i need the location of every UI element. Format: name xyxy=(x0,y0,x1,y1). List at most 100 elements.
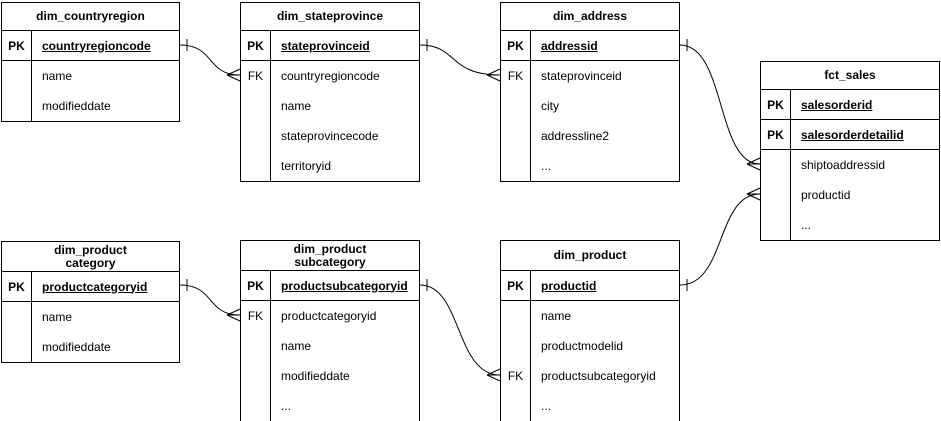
key-tag xyxy=(2,61,31,91)
key-tag xyxy=(501,91,530,121)
table-row: PK stateprovinceid xyxy=(241,31,419,61)
key-tag: FK xyxy=(507,369,524,383)
field-name: ... xyxy=(541,399,552,413)
table-dim-productsubcategory: dim_product subcategory PK productsubcat… xyxy=(240,240,420,421)
table-row: PK salesorderdetailid xyxy=(761,120,939,150)
key-tag xyxy=(501,301,530,331)
field-name: name xyxy=(541,309,572,323)
table-dim-product: dim_product PK productid FK name product… xyxy=(500,240,680,421)
key-column xyxy=(761,150,791,240)
relationship-countryregion-stateprovince xyxy=(179,39,241,82)
table-row: PK productsubcategoryid xyxy=(241,271,419,301)
table-row: PK productcategoryid xyxy=(2,272,179,302)
field-name: modifieddate xyxy=(281,369,350,383)
crow-foot-icon xyxy=(226,308,241,322)
crow-foot-icon xyxy=(486,68,501,82)
table-title: dim_product category xyxy=(2,242,179,272)
field-name: territoryid xyxy=(281,159,332,173)
key-tag: PK xyxy=(2,272,32,301)
key-tag: FK xyxy=(247,309,264,323)
field-column: stateprovinceid city addressline2 ... xyxy=(531,61,679,181)
key-tag xyxy=(761,210,790,240)
table-fct-sales: fct_sales PK salesorderid PK salesorderd… xyxy=(760,61,940,241)
field-name: productcategoryid xyxy=(281,309,377,323)
pk-field-name: countryregioncode xyxy=(42,38,151,53)
key-tag xyxy=(2,332,31,362)
pk-field-name: salesorderdetailid xyxy=(801,127,904,142)
pk-field-name: salesorderid xyxy=(801,97,873,112)
table-title: fct_sales xyxy=(761,62,939,90)
relationship-address-fctsales xyxy=(679,39,761,171)
relationship-subcategory-product xyxy=(419,279,501,382)
crow-foot-icon xyxy=(226,68,241,82)
key-tag xyxy=(501,151,530,181)
key-tag xyxy=(2,302,31,332)
table-title: dim_countryregion xyxy=(2,3,179,31)
relationship-stateprovince-address xyxy=(419,39,501,82)
key-tag xyxy=(241,391,270,421)
key-tag: PK xyxy=(241,31,271,60)
key-column: FK xyxy=(501,61,531,181)
connector-line xyxy=(419,284,501,376)
key-tag xyxy=(2,91,31,121)
field-name: name xyxy=(42,310,73,324)
table-row: PK salesorderid xyxy=(761,90,939,120)
crow-foot-icon xyxy=(486,368,501,382)
field-name: modifieddate xyxy=(42,99,111,113)
table-title: dim_product xyxy=(501,241,679,271)
field-name: productsubcategoryid xyxy=(541,369,656,383)
field-name: countryregioncode xyxy=(281,69,380,83)
crow-foot-icon xyxy=(746,187,761,201)
field-name: addressline2 xyxy=(541,129,610,143)
table-body: FK name productmodelid productsubcategor… xyxy=(501,301,679,421)
key-tag xyxy=(241,91,270,121)
key-tag: PK xyxy=(761,120,791,149)
field-name: name xyxy=(281,99,312,113)
key-tag: PK xyxy=(2,31,32,60)
key-tag xyxy=(241,331,270,361)
key-tag: PK xyxy=(761,90,791,119)
table-row: PK addressid xyxy=(501,31,679,61)
key-tag: FK xyxy=(247,69,264,83)
table-body: FK stateprovinceid city addressline2 ... xyxy=(501,61,679,181)
table-title: dim_product subcategory xyxy=(241,241,419,271)
field-name: city xyxy=(541,99,559,113)
key-tag xyxy=(761,150,790,180)
key-tag xyxy=(501,391,530,421)
table-row: PK productid xyxy=(501,271,679,301)
key-column xyxy=(2,302,32,362)
field-name: name xyxy=(42,69,73,83)
table-dim-stateprovince: dim_stateprovince PK stateprovinceid FK … xyxy=(240,2,420,182)
field-name: ... xyxy=(281,399,292,413)
table-dim-countryregion: dim_countryregion PK countryregioncode n… xyxy=(1,2,180,122)
field-column: name modifieddate xyxy=(32,61,179,121)
table-dim-productcategory: dim_product category PK productcategoryi… xyxy=(1,241,180,363)
pk-field-name: productcategoryid xyxy=(42,279,148,294)
key-tag: FK xyxy=(507,69,524,83)
crow-foot-icon xyxy=(746,157,761,171)
connector-line xyxy=(419,44,501,76)
key-tag xyxy=(501,331,530,361)
pk-field-name: productsubcategoryid xyxy=(281,278,408,293)
field-name: productmodelid xyxy=(541,339,624,353)
key-column: FK xyxy=(241,301,271,421)
table-body: name modifieddate xyxy=(2,61,179,121)
key-tag: PK xyxy=(501,31,531,60)
key-tag xyxy=(501,121,530,151)
key-tag xyxy=(241,151,270,181)
field-column: name productmodelid productsubcategoryid… xyxy=(531,301,679,421)
key-column: FK xyxy=(241,61,271,181)
pk-field-name: stateprovinceid xyxy=(281,38,370,53)
field-column: countryregioncode name stateprovincecode… xyxy=(271,61,419,181)
connector-line xyxy=(179,284,241,316)
field-column: productcategoryid name modifieddate ... xyxy=(271,301,419,421)
key-column xyxy=(2,61,32,121)
table-body: FK countryregioncode name stateprovincec… xyxy=(241,61,419,181)
table-dim-address: dim_address PK addressid FK stateprovinc… xyxy=(500,2,680,182)
field-name: name xyxy=(281,339,312,353)
pk-field-name: productid xyxy=(541,278,597,293)
key-tag xyxy=(241,361,270,391)
key-tag: PK xyxy=(241,271,271,300)
table-body: FK productcategoryid name modifieddate .… xyxy=(241,301,419,421)
